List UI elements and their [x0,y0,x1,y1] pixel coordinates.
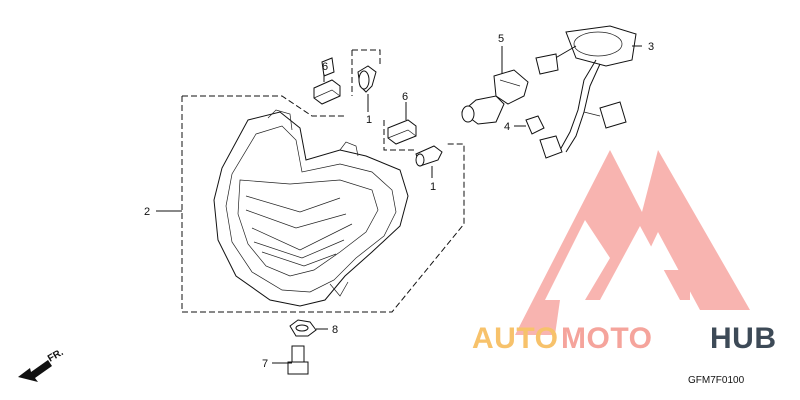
callout-3: 3 [648,41,654,53]
watermark-word-hub: HUB [710,322,777,355]
headlight-bulb-5 [461,69,529,125]
wire-harness-3 [535,25,637,159]
socket-4 [525,115,545,135]
callout-labels: 6 1 6 1 2 5 3 4 7 8 [144,33,654,370]
watermark-word-moto: MOTO [561,322,652,355]
watermark-text: AUTO MOTO HUB [472,322,777,355]
callout-4: 4 [504,121,510,133]
callout-2: 2 [144,206,150,218]
bulb-1-lower [415,145,443,167]
bulb-1-upper [357,65,377,93]
callout-5: 5 [498,33,504,45]
grommet-8 [289,319,317,337]
leader-lines [156,45,642,364]
callout-6-lower: 6 [402,91,408,103]
cap-6-lower [387,119,417,145]
cap-6-upper [313,57,341,105]
drawing-reference: GFM7F0100 [688,375,745,386]
callout-1-upper: 1 [366,114,372,126]
front-direction-arrow: FR. [18,347,66,382]
bolt-7 [287,345,309,375]
callout-8: 8 [332,324,338,336]
headlight-unit [213,109,409,307]
watermark-word-auto: AUTO [472,322,558,355]
callout-7: 7 [262,358,268,370]
callout-6-upper: 6 [322,61,328,73]
direction-label: FR. [46,347,66,365]
assembly-outline [181,49,465,313]
callout-1-lower: 1 [430,181,436,193]
watermark-logo [515,150,750,335]
